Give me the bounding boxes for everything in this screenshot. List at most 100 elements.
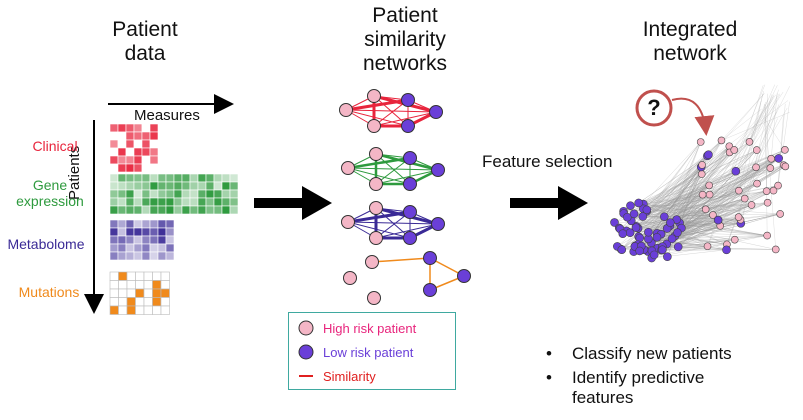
matrix-cell <box>133 139 143 149</box>
integrated-edge <box>678 174 702 247</box>
matrix-cell <box>149 181 159 191</box>
integrated-edge <box>636 152 730 227</box>
integrated-edge <box>667 149 785 229</box>
high-risk-node <box>341 161 355 175</box>
matrix-cell <box>141 123 151 133</box>
integrated-edge <box>726 118 778 245</box>
similarity-edge <box>375 223 439 239</box>
low-risk-node <box>403 205 417 219</box>
matrix-cell <box>117 147 127 157</box>
matrix-cell <box>229 189 239 199</box>
arrow-to-integrated <box>510 186 588 220</box>
integrated-edge <box>738 107 788 191</box>
integrated-edge <box>630 204 752 206</box>
low-risk-node <box>638 212 648 221</box>
matrix-cell <box>213 189 223 199</box>
matrix-cell <box>135 305 145 315</box>
integrated-edge <box>666 166 702 245</box>
integrated-edge <box>669 225 768 236</box>
matrix-cell <box>205 197 215 207</box>
matrix-cell <box>143 271 153 281</box>
matrix-cell <box>141 147 151 157</box>
matrix-cell <box>117 123 127 133</box>
similarity-edge <box>373 99 409 127</box>
integrated-edge <box>646 171 736 212</box>
matrix-cell <box>118 305 128 315</box>
high-risk-node <box>698 161 706 169</box>
matrix-cell <box>149 219 159 229</box>
high-risk-node <box>781 146 789 154</box>
integrated-edge <box>636 185 710 227</box>
bullet-classify: • Classify new patients <box>546 344 732 363</box>
low-risk-node <box>658 245 667 255</box>
matrix-cell <box>141 189 151 199</box>
low-risk-node <box>423 251 437 265</box>
matrix-cell <box>133 251 143 261</box>
matrix-cell <box>205 181 215 191</box>
high-risk-node <box>696 138 705 146</box>
matrix-cell <box>197 189 207 199</box>
mutations-label: Mutations <box>18 284 80 300</box>
similarity-edge <box>375 169 439 185</box>
mutations-similarity-network <box>343 251 471 305</box>
low-risk-node <box>774 154 783 163</box>
matrix-cell <box>197 173 207 183</box>
integrated-network-title: Integrated network <box>642 18 738 65</box>
matrix-cell <box>117 227 127 237</box>
matrix-cell <box>118 280 128 290</box>
legend-box: High risk patient Low risk patient Simil… <box>288 312 456 390</box>
low-risk-node <box>423 283 437 297</box>
matrix-cell <box>109 139 119 149</box>
high-risk-node <box>766 164 775 172</box>
high-risk-node <box>367 89 381 103</box>
high-risk-node <box>763 198 772 207</box>
matrix-cell <box>157 197 167 207</box>
low-risk-node <box>626 201 635 210</box>
high-risk-node <box>703 242 712 251</box>
integrated-edge <box>638 155 708 204</box>
legend-low-risk: Low risk patient <box>297 343 413 361</box>
matrix-cell <box>181 173 191 183</box>
matrix-cell <box>229 205 239 215</box>
matrix-cell <box>189 181 199 191</box>
high-risk-node <box>697 170 706 178</box>
high-risk-node <box>752 146 761 154</box>
matrix-cell <box>118 297 128 307</box>
matrix-cell <box>213 181 223 191</box>
matrix-cell <box>125 173 135 183</box>
high-risk-node <box>774 181 782 190</box>
high-risk-node <box>740 194 749 203</box>
integrated-edge <box>765 104 768 236</box>
matrix-cell <box>117 181 127 191</box>
low-risk-node <box>713 215 723 225</box>
metabolome-similarity-network <box>341 201 445 245</box>
matrix-cell <box>109 219 119 229</box>
high-risk-node <box>343 271 357 285</box>
low-risk-node <box>629 209 639 219</box>
high-risk-node <box>762 187 771 195</box>
matrix-cell <box>109 305 119 315</box>
integrated-edge <box>620 167 757 250</box>
low-risk-node <box>634 198 643 208</box>
matrix-cell <box>149 205 159 215</box>
low-risk-node <box>618 229 628 238</box>
matrix-cell <box>181 189 191 199</box>
integrated-edge <box>749 91 784 142</box>
high-risk-node <box>365 255 379 269</box>
integrated-network-graph <box>610 84 790 263</box>
outcome-bullets: • Classify new patients • Identify predi… <box>546 344 732 408</box>
matrix-cell <box>165 205 175 215</box>
integrated-edge <box>621 146 730 250</box>
high-risk-node <box>781 162 790 171</box>
low-risk-node <box>644 227 653 237</box>
high-risk-node <box>701 205 710 214</box>
integrated-edge <box>678 194 703 247</box>
matrix-cell <box>125 181 135 191</box>
integrated-edge <box>646 167 771 212</box>
matrix-cell <box>152 288 162 298</box>
matrix-cell <box>165 189 175 199</box>
integrated-edge <box>763 116 786 150</box>
matrix-cell <box>197 181 207 191</box>
similarity-edge <box>373 95 409 127</box>
high-risk-node <box>767 154 775 163</box>
